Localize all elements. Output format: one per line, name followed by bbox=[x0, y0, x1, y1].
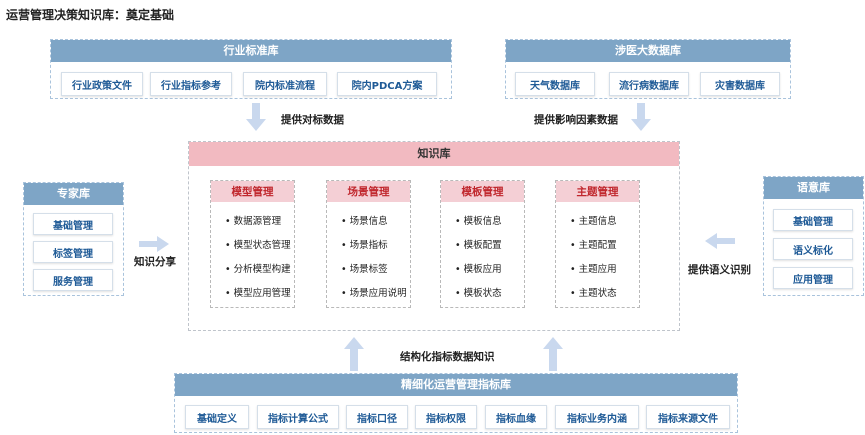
list-item: 分析模型构建 bbox=[225, 263, 291, 287]
semantic-chip-2[interactable]: 应用管理 bbox=[773, 267, 853, 289]
medical-big-data-title: 涉医大数据库 bbox=[506, 40, 790, 62]
list-item: 场景应用说明 bbox=[341, 287, 407, 311]
down-arrow-icon bbox=[631, 103, 651, 131]
knowledge-share-label: 知识分享 bbox=[134, 256, 176, 268]
card-topic-management: 主题管理 主题信息 主题配置 主题应用 主题状态 bbox=[555, 180, 640, 308]
indicator-chip-5[interactable]: 指标业务内涵 bbox=[555, 405, 639, 429]
card-title: 模板管理 bbox=[441, 181, 524, 202]
knowledge-base-title: 知识库 bbox=[189, 142, 679, 166]
list-item: 场景信息 bbox=[341, 215, 407, 239]
expert-panel: 专家库 基础管理 标签管理 服务管理 bbox=[23, 182, 124, 296]
list-item: 模型应用管理 bbox=[225, 287, 291, 311]
list-item: 模板状态 bbox=[455, 287, 502, 311]
medical-data-chip-1[interactable]: 流行病数据库 bbox=[609, 72, 689, 96]
card-model-management: 模型管理 数据源管理 模型状态管理 分析模型构建 模型应用管理 bbox=[210, 180, 295, 308]
list-item: 模板应用 bbox=[455, 263, 502, 287]
expert-chip-2[interactable]: 服务管理 bbox=[33, 269, 113, 291]
structured-label: 结构化指标数据知识 bbox=[400, 351, 495, 363]
industry-standard-title: 行业标准库 bbox=[51, 40, 451, 62]
indicator-chip-0[interactable]: 基础定义 bbox=[185, 405, 249, 429]
card-title: 主题管理 bbox=[556, 181, 639, 202]
semantic-chip-0[interactable]: 基础管理 bbox=[773, 209, 853, 231]
list-item: 数据源管理 bbox=[225, 215, 291, 239]
expert-chip-1[interactable]: 标签管理 bbox=[33, 241, 113, 263]
indicator-chip-6[interactable]: 指标来源文件 bbox=[646, 405, 730, 429]
industry-std-chip-1[interactable]: 行业指标参考 bbox=[150, 72, 232, 96]
indicator-chip-2[interactable]: 指标口径 bbox=[346, 405, 408, 429]
list-item: 主题信息 bbox=[570, 215, 617, 239]
left-arrow-icon bbox=[705, 233, 735, 249]
list-item: 主题状态 bbox=[570, 287, 617, 311]
indicator-chip-3[interactable]: 指标权限 bbox=[415, 405, 477, 429]
list-item: 模型状态管理 bbox=[225, 239, 291, 263]
semantic-title: 语意库 bbox=[764, 177, 863, 199]
impact-label: 提供影响因素数据 bbox=[534, 114, 618, 126]
down-arrow-icon bbox=[246, 103, 266, 131]
list-item: 模板信息 bbox=[455, 215, 502, 239]
card-title: 场景管理 bbox=[327, 181, 410, 202]
industry-std-chip-0[interactable]: 行业政策文件 bbox=[61, 72, 143, 96]
industry-std-chip-3[interactable]: 院内PDCA方案 bbox=[337, 72, 437, 96]
semantic-label: 提供语义识别 bbox=[688, 264, 751, 276]
list-item: 主题配置 bbox=[570, 239, 617, 263]
card-scene-management: 场景管理 场景信息 场景指标 场景标签 场景应用说明 bbox=[326, 180, 411, 308]
list-item: 场景标签 bbox=[341, 263, 407, 287]
card-title: 模型管理 bbox=[211, 181, 294, 202]
indicator-title: 精细化运营管理指标库 bbox=[175, 374, 737, 396]
list-item: 场景指标 bbox=[341, 239, 407, 263]
benchmark-label: 提供对标数据 bbox=[281, 114, 344, 126]
medical-data-chip-2[interactable]: 灾害数据库 bbox=[700, 72, 780, 96]
medical-big-data-panel: 涉医大数据库 天气数据库 流行病数据库 灾害数据库 bbox=[505, 39, 791, 99]
list-item: 模板配置 bbox=[455, 239, 502, 263]
indicator-panel: 精细化运营管理指标库 基础定义 指标计算公式 指标口径 指标权限 指标血缘 指标… bbox=[174, 373, 738, 433]
semantic-panel: 语意库 基础管理 语义标化 应用管理 bbox=[763, 176, 864, 296]
industry-standard-panel: 行业标准库 行业政策文件 行业指标参考 院内标准流程 院内PDCA方案 bbox=[50, 39, 452, 99]
industry-std-chip-2[interactable]: 院内标准流程 bbox=[243, 72, 327, 96]
semantic-chip-1[interactable]: 语义标化 bbox=[773, 238, 853, 260]
up-arrow-icon bbox=[543, 337, 563, 371]
indicator-chip-1[interactable]: 指标计算公式 bbox=[257, 405, 339, 429]
knowledge-base-panel: 知识库 模型管理 数据源管理 模型状态管理 分析模型构建 模型应用管理 场景管理… bbox=[188, 141, 680, 331]
medical-data-chip-0[interactable]: 天气数据库 bbox=[515, 72, 595, 96]
indicator-chip-4[interactable]: 指标血缘 bbox=[485, 405, 547, 429]
expert-chip-0[interactable]: 基础管理 bbox=[33, 213, 113, 235]
page-title: 运营管理决策知识库：奠定基础 bbox=[6, 8, 175, 22]
expert-title: 专家库 bbox=[24, 183, 123, 205]
card-template-management: 模板管理 模板信息 模板配置 模板应用 模板状态 bbox=[440, 180, 525, 308]
list-item: 主题应用 bbox=[570, 263, 617, 287]
up-arrow-icon bbox=[344, 337, 364, 371]
right-arrow-icon bbox=[139, 236, 169, 252]
